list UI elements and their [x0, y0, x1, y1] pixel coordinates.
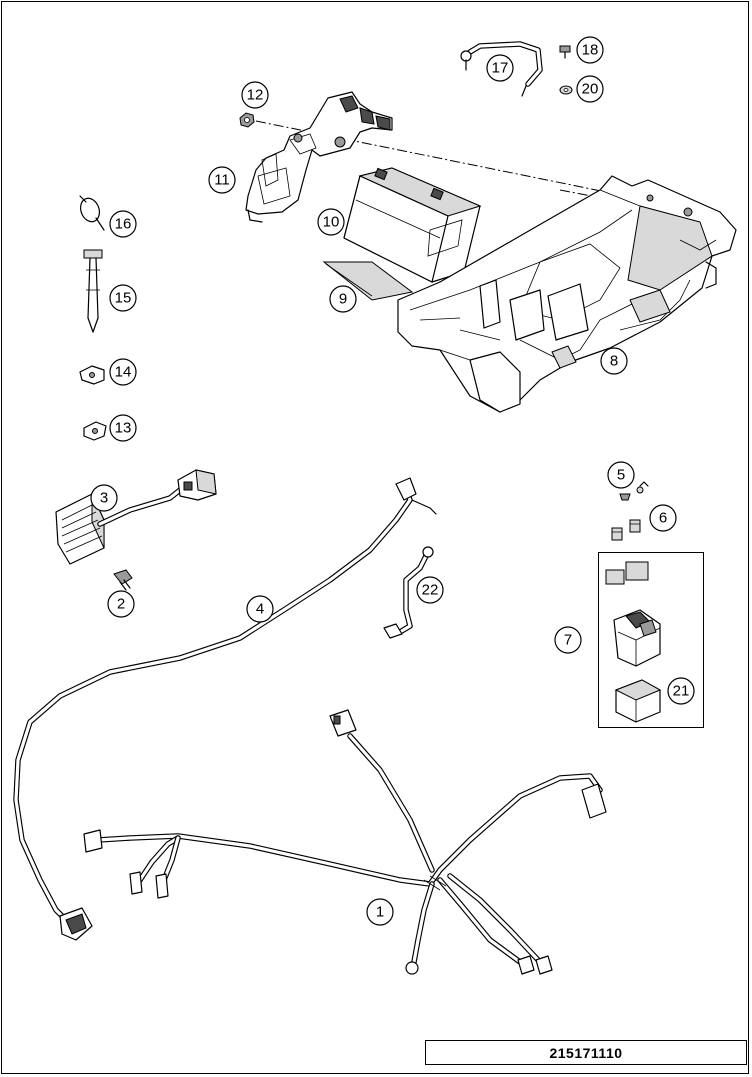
relay-cover-part: [614, 679, 662, 723]
clip-13-part: [83, 421, 107, 441]
callout-13: 13: [109, 414, 137, 442]
voltage-regulator-part: [55, 469, 217, 565]
callout-9-label: 9: [339, 291, 347, 308]
callout-5-label: 5: [617, 467, 625, 484]
nut-part: [239, 112, 255, 128]
starter-relay-kit-part: [605, 561, 661, 667]
clip-14-part: [79, 365, 105, 385]
callout-2-label: 2: [117, 596, 125, 613]
callout-15: 15: [109, 284, 137, 312]
battery-holder-part: [397, 175, 737, 413]
callout-6: 6: [649, 504, 677, 532]
drawing-code-box: 215171110: [425, 1040, 747, 1065]
callout-21-label: 21: [673, 683, 690, 700]
callout-1-label: 1: [376, 904, 384, 921]
callout-18-label: 18: [582, 42, 599, 59]
callout-12-label: 12: [247, 87, 264, 104]
callout-20-label: 20: [582, 81, 599, 98]
callout-4-label: 4: [256, 601, 264, 618]
cable-tie-16-part: [79, 195, 105, 231]
fuse-6-part: [611, 519, 641, 541]
callout-8: 8: [600, 347, 628, 375]
callout-11: 11: [208, 166, 236, 194]
callout-7: 7: [554, 626, 582, 654]
battery-strap-holder-part: [245, 91, 393, 223]
callout-17-label: 17: [492, 60, 509, 77]
callout-7-label: 7: [564, 632, 572, 649]
callout-3-label: 3: [100, 490, 108, 507]
callout-10: 10: [317, 208, 345, 236]
callout-9: 9: [329, 285, 357, 313]
callout-22: 22: [416, 576, 444, 604]
callout-13-label: 13: [115, 420, 132, 437]
callout-18: 18: [576, 36, 604, 64]
callout-1: 1: [366, 898, 394, 926]
callout-2: 2: [107, 590, 135, 618]
callout-14-label: 14: [115, 364, 132, 381]
callout-6-label: 6: [659, 510, 667, 527]
main-wiring-harness-part: [83, 709, 607, 975]
battery-part: [343, 167, 482, 283]
callout-12: 12: [241, 81, 269, 109]
ground-cable-22-part: [383, 546, 434, 639]
screw-18-part: [559, 45, 571, 59]
callout-20: 20: [576, 75, 604, 103]
callout-16: 16: [109, 210, 137, 238]
callout-3: 3: [90, 484, 118, 512]
ground-cable-17-part: [460, 41, 543, 97]
callout-22-label: 22: [422, 582, 439, 599]
callout-21: 21: [667, 677, 695, 705]
callout-16-label: 16: [115, 216, 132, 233]
drawing-code: 215171110: [549, 1044, 623, 1061]
callout-11-label: 11: [214, 172, 230, 189]
battery-pad-part: [322, 261, 414, 301]
callout-5: 5: [607, 461, 635, 489]
relay-kit-box: [598, 552, 704, 728]
callout-14: 14: [109, 358, 137, 386]
callout-17: 17: [486, 54, 514, 82]
cable-tie-15-part: [83, 249, 103, 333]
callout-4: 4: [246, 595, 274, 623]
callout-10-label: 10: [323, 214, 340, 231]
callout-15-label: 15: [115, 290, 132, 307]
washer-20-part: [559, 85, 573, 95]
fuse-5-part: [619, 481, 649, 501]
screw-2-part: [113, 569, 133, 591]
harness-cable-part: [13, 477, 437, 941]
callout-8-label: 8: [610, 353, 618, 370]
